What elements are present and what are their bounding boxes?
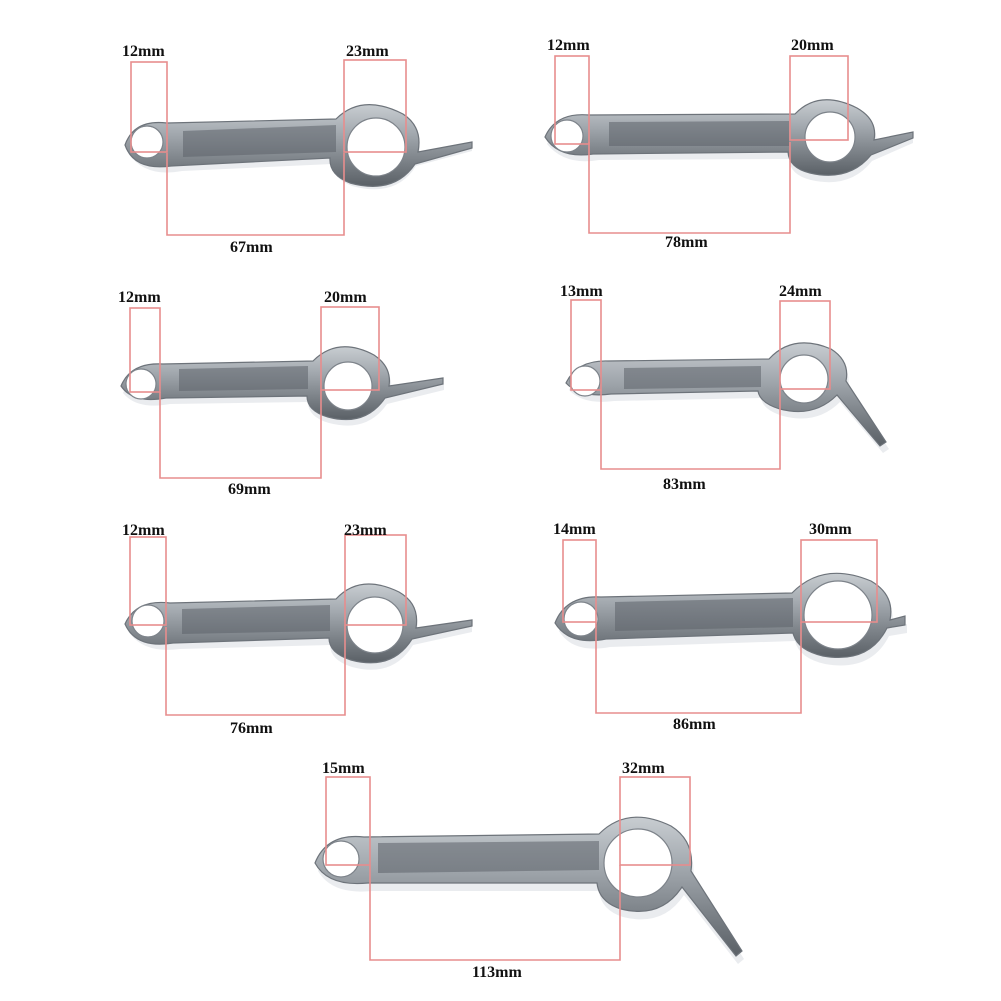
dimension-panel-5: 12mm 23mm 76mm	[100, 515, 500, 745]
right-diameter-label: 30mm	[809, 521, 852, 538]
left-diameter-label: 15mm	[322, 760, 365, 777]
dimension-panel-2: 12mm 20mm 78mm	[525, 30, 955, 260]
connecting-rod-drawing-6	[554, 539, 907, 714]
connecting-rod-drawing-5	[124, 534, 473, 716]
left-diameter-label: 12mm	[122, 522, 165, 539]
left-diameter-label: 12mm	[118, 289, 161, 306]
right-diameter-label: 23mm	[344, 522, 387, 539]
right-diameter-label: 20mm	[324, 289, 367, 306]
left-diameter-label: 14mm	[553, 521, 596, 538]
dimension-panel-4: 13mm 24mm 83mm	[535, 280, 925, 500]
connecting-rod-drawing-4	[565, 299, 889, 470]
connecting-rod-drawing-2	[544, 55, 914, 234]
connecting-rod-drawing-3	[120, 306, 444, 479]
right-diameter-label: 23mm	[346, 43, 389, 60]
dimension-panel-7: 15mm 32mm 113mm	[300, 755, 770, 990]
center-distance-label: 69mm	[228, 481, 271, 498]
left-diameter-label: 13mm	[560, 283, 603, 300]
center-distance-label: 67mm	[230, 239, 273, 256]
center-distance-label: 113mm	[472, 964, 522, 981]
left-diameter-label: 12mm	[547, 37, 590, 54]
dimension-panel-3: 12mm 20mm 69mm	[100, 280, 480, 500]
connecting-rod-drawing-7	[314, 776, 744, 964]
left-diameter-label: 12mm	[122, 43, 165, 60]
right-diameter-label: 24mm	[779, 283, 822, 300]
center-distance-label: 78mm	[665, 234, 708, 251]
center-distance-label: 86mm	[673, 716, 716, 733]
right-diameter-label: 20mm	[791, 37, 834, 54]
connecting-rod-drawing-1	[124, 59, 473, 236]
center-distance-label: 76mm	[230, 720, 273, 737]
dimension-panel-1: 12mm 23mm 67mm	[100, 30, 500, 260]
center-distance-label: 83mm	[663, 476, 706, 493]
dimension-panel-6: 14mm 30mm 86mm	[535, 515, 955, 745]
right-diameter-label: 32mm	[622, 760, 665, 777]
